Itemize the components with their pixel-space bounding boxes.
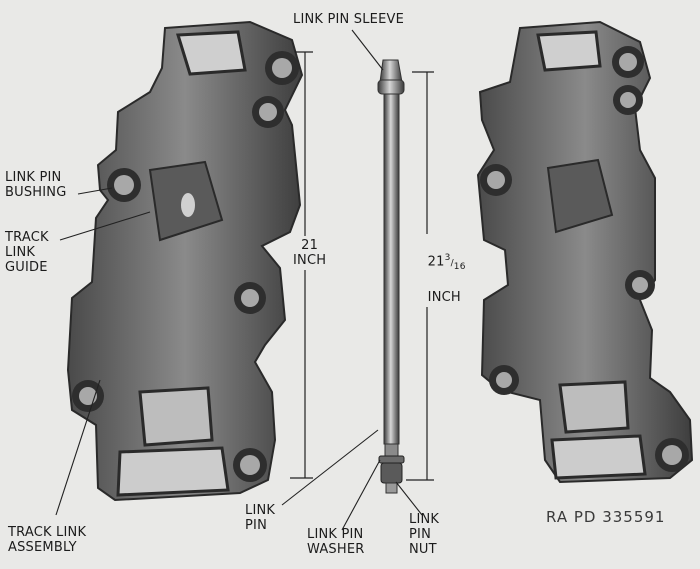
leader-lines (55, 29, 423, 531)
left-track-link (66, 20, 304, 502)
label-link-length: 21 INCH (290, 236, 330, 270)
pin-length-numerator: 3 (444, 253, 451, 263)
pin-length-denominator: 16 (453, 261, 466, 272)
pin-length-whole: 21 (427, 254, 445, 270)
label-link-pin-washer: LINK PIN WASHER (307, 527, 365, 557)
label-link-pin: LINK PIN (245, 503, 276, 533)
link-pin (377, 59, 405, 494)
label-link-pin-bushing: LINK PIN BUSHING (5, 170, 67, 200)
pin-length-unit: INCH (427, 289, 461, 305)
label-link-pin-nut: LINK PIN NUT (409, 512, 440, 557)
label-track-link-assembly: TRACK LINK ASSEMBLY (8, 525, 87, 555)
label-link-pin-sleeve: LINK PIN SLEEVE (293, 12, 405, 27)
label-track-link-guide: TRACK LINK GUIDE (5, 230, 49, 275)
reference-number: RA PD 335591 (546, 508, 666, 526)
label-pin-length: 213/16 INCH (416, 234, 469, 307)
right-track-link (476, 20, 694, 484)
